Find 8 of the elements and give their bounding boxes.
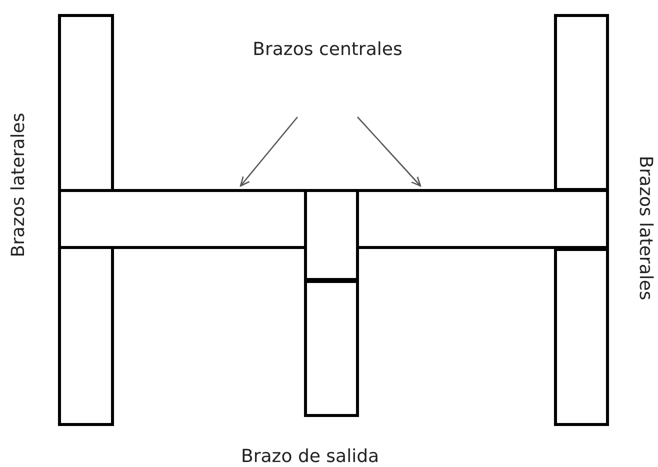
callout-label: Brazos centrales xyxy=(240,39,415,63)
maze-arm xyxy=(58,189,307,249)
arm-label: Brazos laterales xyxy=(634,156,656,300)
leader-arrow xyxy=(357,116,422,187)
arm-label: Brazos laterales xyxy=(8,112,30,258)
arm-label: Brazo de salida xyxy=(241,446,380,467)
leader-arrow xyxy=(240,116,298,187)
maze-arm xyxy=(356,189,609,249)
